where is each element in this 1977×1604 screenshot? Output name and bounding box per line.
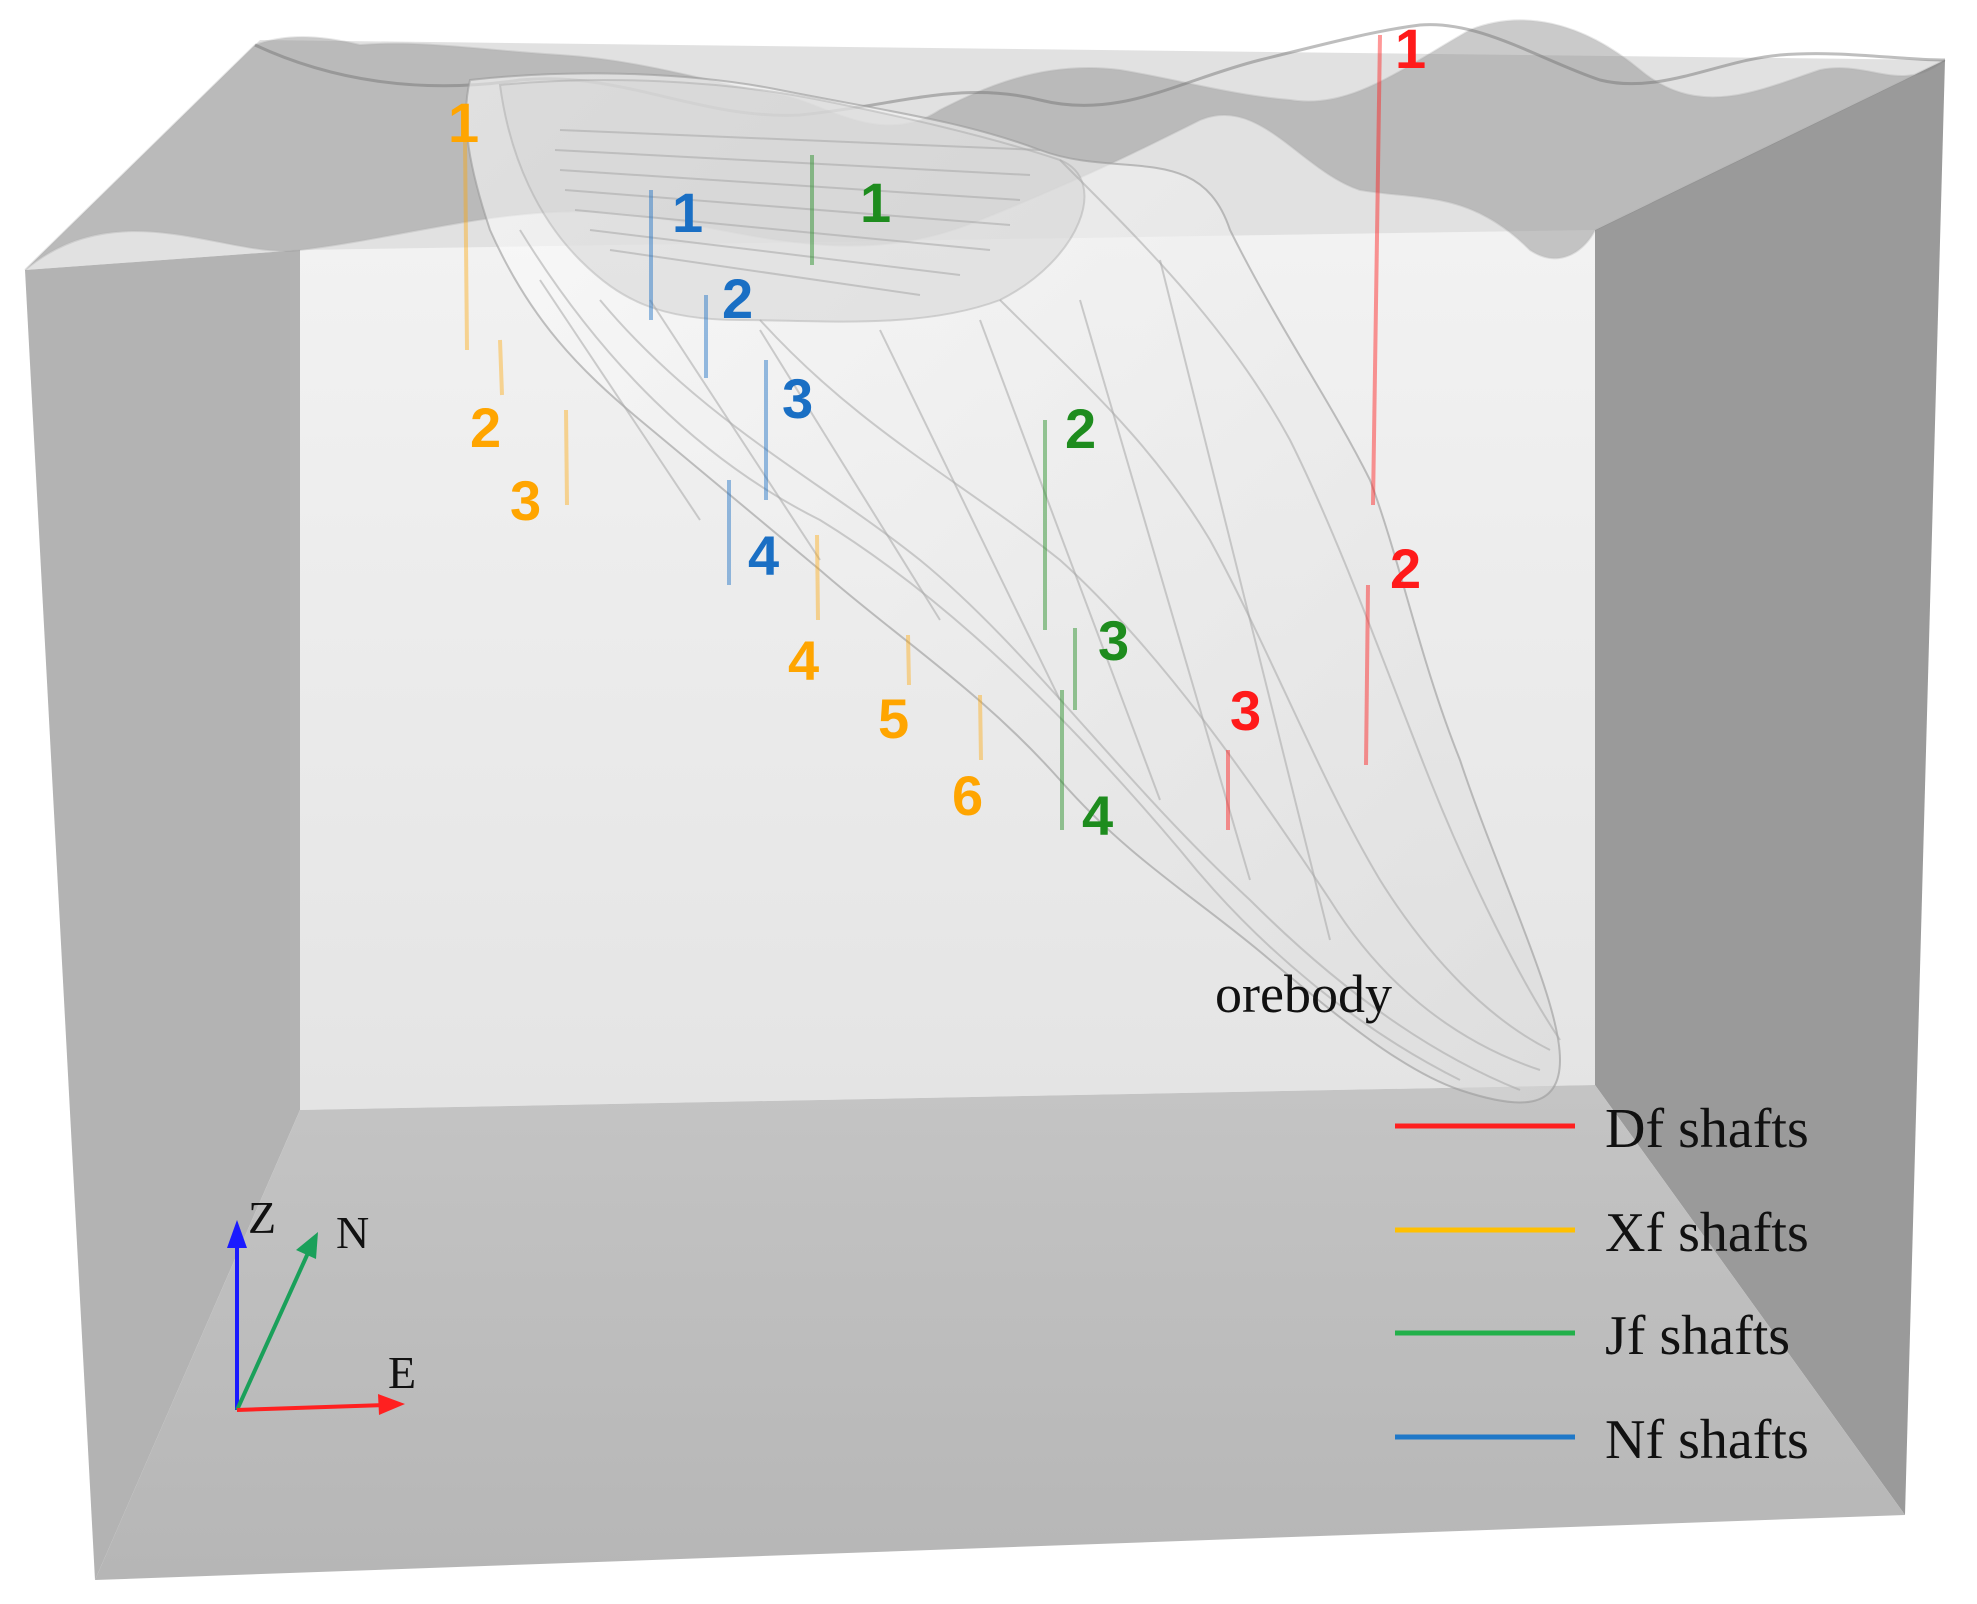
legend-xf-label: Xf shafts bbox=[1605, 1202, 1809, 1264]
nf-label-1: 1 bbox=[672, 181, 703, 244]
xf-shaft-1 bbox=[463, 139, 469, 351]
orebody-label: orebody bbox=[1215, 964, 1392, 1024]
xf-shaft-3 bbox=[564, 409, 569, 506]
axes-indicator: Z N E bbox=[227, 1192, 416, 1415]
df-shaft-2 bbox=[1364, 584, 1370, 766]
legend-jf-label: Jf shafts bbox=[1605, 1305, 1790, 1367]
jf-shaft-labels: 1 2 3 4 bbox=[860, 171, 1129, 847]
nf-label-2: 2 bbox=[722, 267, 753, 330]
n-axis bbox=[235, 1252, 310, 1411]
df-shafts bbox=[1226, 34, 1382, 830]
jf-label-3: 3 bbox=[1098, 609, 1129, 672]
jf-label-1: 1 bbox=[860, 171, 891, 234]
legend-nf-label: Nf shafts bbox=[1605, 1409, 1809, 1471]
xf-shaft-6 bbox=[978, 694, 983, 761]
df-shaft-labels: 1 2 3 bbox=[1230, 17, 1426, 742]
jf-label-4: 4 bbox=[1082, 784, 1113, 847]
xf-label-4: 4 bbox=[788, 629, 819, 692]
xf-label-5: 5 bbox=[878, 687, 909, 750]
xf-shafts bbox=[463, 139, 983, 761]
legend-df-label: Df shafts bbox=[1605, 1098, 1809, 1160]
xf-label-3: 3 bbox=[510, 469, 541, 532]
nf-shafts bbox=[649, 190, 768, 585]
n-arrowhead-icon bbox=[296, 1232, 318, 1259]
z-axis-label: Z bbox=[248, 1192, 276, 1243]
n-axis-label: N bbox=[336, 1207, 369, 1258]
right-wall bbox=[1595, 60, 1945, 1515]
xf-label-1: 1 bbox=[448, 91, 479, 154]
xf-shaft-labels: 1 2 3 4 5 6 bbox=[448, 91, 983, 827]
nf-label-4: 4 bbox=[748, 524, 779, 587]
xf-label-6: 6 bbox=[952, 764, 983, 827]
orebody-body bbox=[465, 72, 1562, 1104]
df-label-1: 1 bbox=[1395, 17, 1426, 80]
orebody-pit bbox=[498, 79, 1086, 323]
nf-label-3: 3 bbox=[782, 367, 813, 430]
e-arrowhead-icon bbox=[378, 1394, 405, 1415]
e-axis-label: E bbox=[388, 1347, 416, 1398]
df-label-2: 2 bbox=[1390, 537, 1421, 600]
floor bbox=[95, 1085, 1905, 1580]
xf-label-2: 2 bbox=[470, 396, 501, 459]
legend: Df shafts Xf shafts Jf shafts Nf shafts bbox=[1395, 1098, 1809, 1471]
orebody bbox=[465, 72, 1562, 1104]
e-axis bbox=[236, 1403, 386, 1412]
xf-shaft-2 bbox=[498, 339, 504, 396]
xf-shaft-5 bbox=[906, 634, 911, 686]
orebody-facets bbox=[519, 129, 1561, 1091]
jf-label-2: 2 bbox=[1065, 397, 1096, 460]
df-shaft-1 bbox=[1371, 34, 1382, 506]
z-arrowhead-icon bbox=[227, 1220, 247, 1248]
jf-shafts bbox=[810, 155, 1077, 830]
xf-shaft-4 bbox=[815, 534, 820, 621]
nf-shaft-labels: 1 2 3 4 bbox=[672, 181, 813, 587]
df-label-3: 3 bbox=[1230, 679, 1261, 742]
